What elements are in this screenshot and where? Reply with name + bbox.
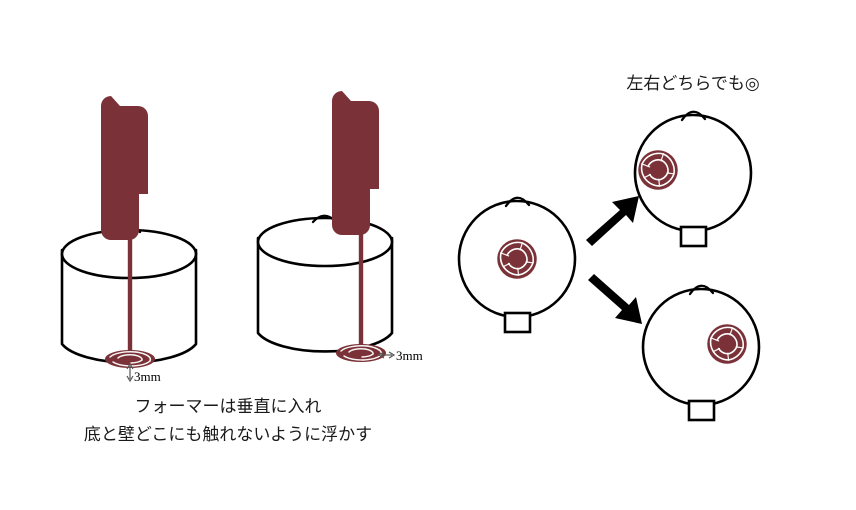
left-panel-group: 3mm 3mm フォーマーは垂直に入れ (60, 91, 423, 445)
beaker-2-rim (256, 216, 394, 268)
dimension-1-group: 3mm (126, 362, 161, 384)
dimension-2-label: 3mm (396, 348, 423, 363)
frother-1-whisk-head (104, 349, 156, 369)
top-view-right-rotor (706, 323, 748, 365)
arrow-to-right-offset (588, 274, 642, 324)
right-panel-group: 左右どちらでも◎ (457, 74, 761, 422)
top-view-right-spout (688, 284, 715, 296)
top-view-left-spout (680, 110, 707, 122)
top-view-right-handle (687, 399, 716, 422)
caption-line-2: 底と壁どこにも触れないように浮かす (84, 425, 372, 445)
top-view-center-rotor (496, 238, 538, 280)
top-view-left-handle (679, 225, 708, 248)
frother-2-whisk-head (335, 343, 387, 363)
vessel-centered-group: 3mm (60, 96, 198, 384)
top-view-center-group (457, 196, 577, 334)
caption-line-1: フォーマーは垂直に入れ (135, 397, 322, 417)
beaker-2-body (256, 236, 394, 353)
dimension-2-group: 3mm (377, 348, 423, 363)
frother-2-handle (332, 91, 379, 235)
top-view-left-rotor (637, 149, 679, 191)
arrow-to-left-offset (586, 196, 639, 246)
top-view-center-handle (503, 311, 532, 334)
top-view-right-offset-group (641, 284, 761, 422)
frother-1-handle (101, 96, 148, 240)
top-view-center-spout (504, 196, 531, 208)
right-panel-heading: 左右どちらでも◎ (626, 74, 759, 94)
top-view-left-offset-group (633, 110, 753, 248)
vessel-offset-group: 3mm (256, 91, 423, 363)
dimension-1-label: 3mm (134, 369, 161, 384)
